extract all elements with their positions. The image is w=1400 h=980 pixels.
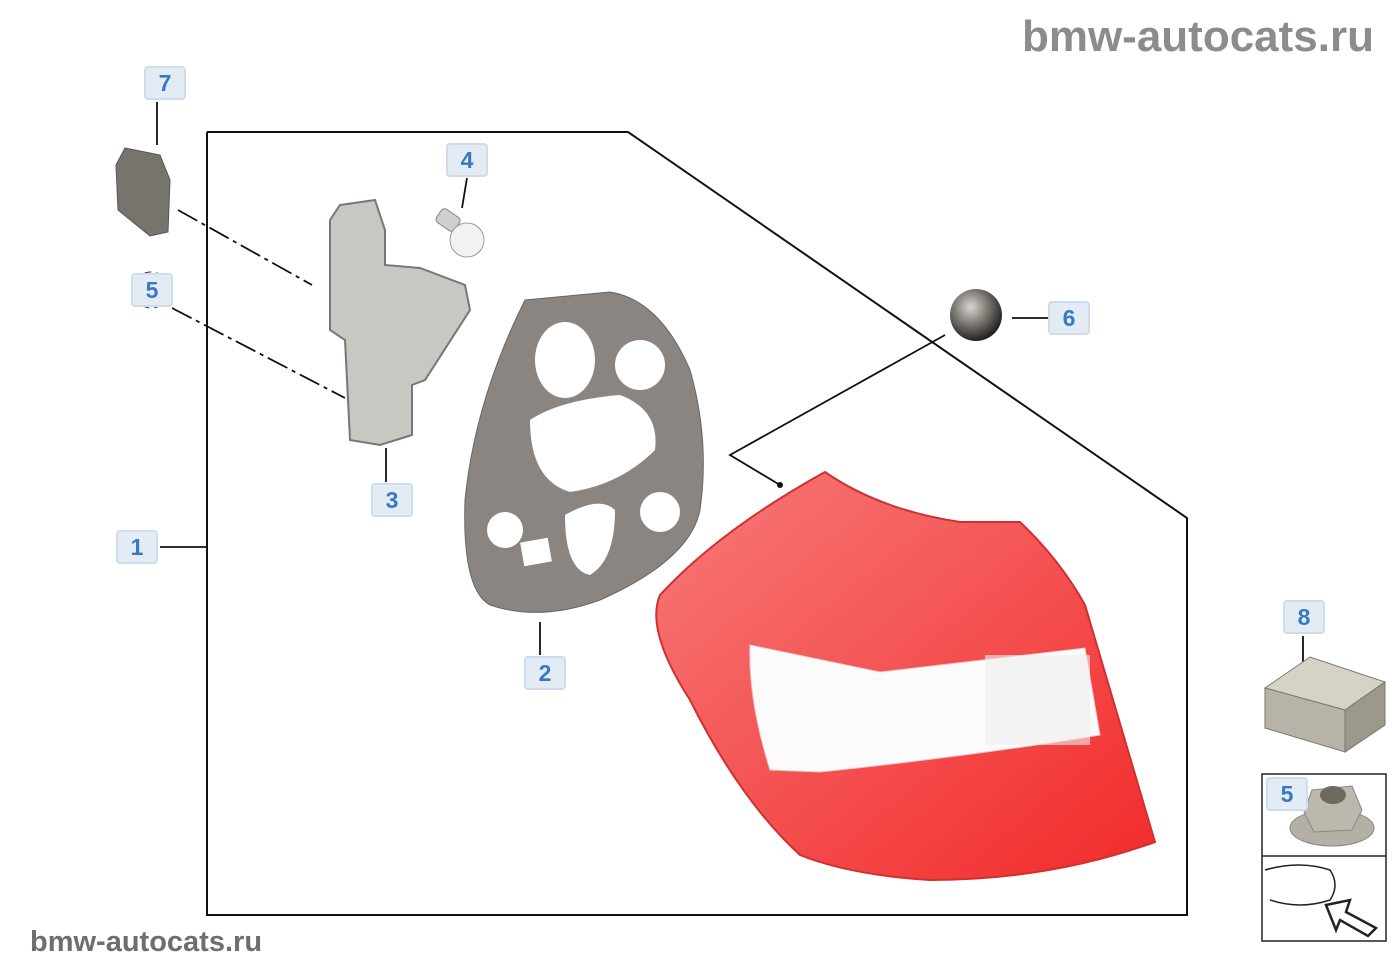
watermark-bottom: bmw-autocats.ru <box>30 926 263 958</box>
callout-7[interactable]: 7 <box>144 66 186 100</box>
callout-1[interactable]: 1 <box>116 530 158 564</box>
leader-lines <box>156 102 1304 665</box>
bulb-part <box>435 208 485 258</box>
callout-5[interactable]: 5 <box>131 273 173 307</box>
ball-socket-part <box>950 289 1002 341</box>
gasket-holes <box>487 322 680 575</box>
repair-kit-part <box>1263 656 1387 753</box>
assembly-frame <box>206 131 1188 916</box>
car-arrow-icon <box>1264 864 1379 938</box>
callout-6[interactable]: 6 <box>1048 301 1090 335</box>
bulb-holder-part <box>329 198 472 447</box>
callout-2[interactable]: 2 <box>524 656 566 690</box>
callout-4[interactable]: 4 <box>446 143 488 177</box>
clip-part <box>115 147 171 237</box>
callout-8[interactable]: 8 <box>1283 600 1325 634</box>
watermark-top: bmw-autocats.ru <box>1021 12 1374 61</box>
callout-5-inset[interactable]: 5 <box>1266 777 1308 811</box>
callout-3[interactable]: 3 <box>371 483 413 517</box>
